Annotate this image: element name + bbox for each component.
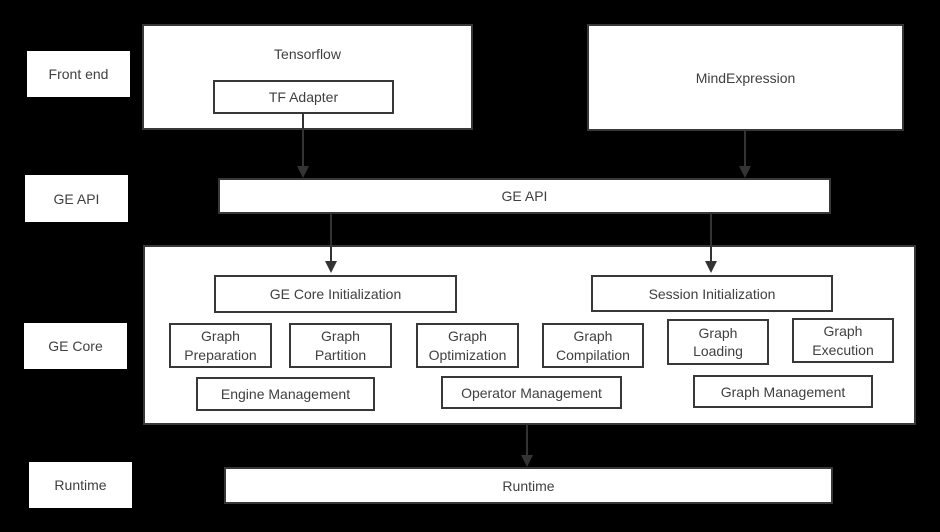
arrow-tf-adapter-to-ge-api-icon (297, 114, 309, 178)
graph-management-box: Graph Management (693, 375, 873, 408)
tf-adapter-box: TF Adapter (213, 80, 394, 114)
graph-partition-box: Graph Partition (289, 323, 392, 368)
layer-label-runtime: Runtime (29, 462, 132, 508)
arrow-ge-core-to-runtime-icon (521, 424, 533, 467)
ge-core-initialization-box: GE Core Initialization (214, 275, 457, 313)
tensorflow-title: Tensorflow (274, 46, 341, 62)
graph-preparation-box: Graph Preparation (169, 323, 272, 368)
session-initialization-box: Session Initialization (591, 275, 833, 312)
mindexpression-box: MindExpression (587, 24, 904, 131)
arrow-ge-api-to-session-initialization-icon (705, 213, 717, 273)
ge-api-bar: GE API (218, 178, 831, 214)
graph-execution-box: Graph Execution (792, 318, 894, 363)
arrow-ge-api-to-ge-core-initialization-icon (325, 213, 337, 273)
layer-label-ge-api: GE API (25, 175, 128, 222)
graph-loading-box: Graph Loading (667, 319, 769, 365)
graph-optimization-box: Graph Optimization (416, 323, 519, 368)
runtime-bar: Runtime (224, 467, 833, 504)
layer-label-ge-core: GE Core (24, 323, 127, 369)
engine-management-box: Engine Management (196, 377, 375, 411)
operator-management-box: Operator Management (441, 376, 622, 409)
layer-label-front-end: Front end (27, 51, 130, 97)
ge-core-container: GE Core Initialization Session Initializ… (143, 245, 916, 425)
arrow-mindexpression-to-ge-api-icon (739, 131, 751, 178)
graph-compilation-box: Graph Compilation (542, 323, 644, 368)
tensorflow-box: Tensorflow TF Adapter (142, 24, 473, 130)
